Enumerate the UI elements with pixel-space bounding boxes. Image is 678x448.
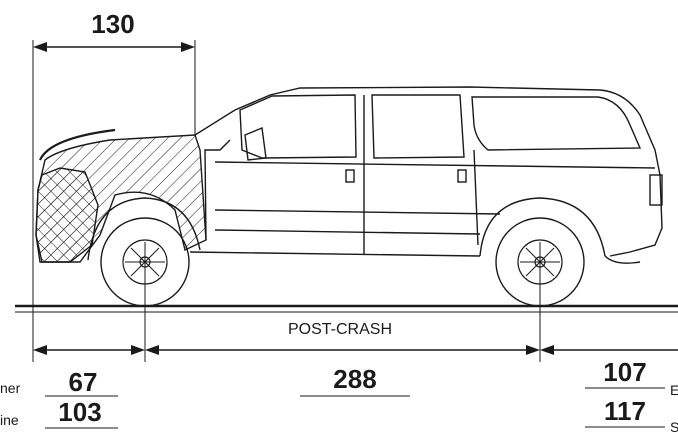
overhang-top-value: 130 <box>91 9 134 39</box>
rear-lower-value: 117 <box>604 396 646 426</box>
taillight <box>649 174 663 206</box>
lower-crease <box>214 229 481 235</box>
front-window <box>239 94 357 159</box>
side-mirror <box>244 127 267 161</box>
arrowhead-right <box>181 42 195 52</box>
right-label-lower: S <box>670 419 678 435</box>
rear-door-edge <box>473 149 479 246</box>
hood-line <box>38 128 116 161</box>
right-label-upper: E <box>670 382 678 398</box>
front-wheel-arch <box>87 197 201 261</box>
front-lower-value: 103 <box>58 397 101 427</box>
rear-door-handle <box>457 169 467 183</box>
wheelbase-value: 288 <box>333 364 376 394</box>
exhaust <box>604 255 641 264</box>
a-pillar <box>204 139 231 241</box>
front-door-handle <box>345 169 355 183</box>
post-crash-label: POST-CRASH <box>288 321 392 338</box>
vehicle-outline <box>35 86 663 264</box>
rear-upper-value: 107 <box>603 357 646 387</box>
grille-crosshatch <box>35 167 99 263</box>
arrowhead-left <box>33 42 47 52</box>
bottom-dimension <box>33 345 678 355</box>
top-dimension: 130 <box>32 9 196 305</box>
body-crease <box>214 209 501 215</box>
rear-door-window <box>371 94 465 159</box>
roof-and-rear-outline <box>194 86 663 257</box>
left-label-lower: ine <box>0 412 19 428</box>
rear-wheel-arch <box>479 197 606 257</box>
front-upper-value: 67 <box>69 367 98 397</box>
left-label-upper: ner <box>0 380 21 396</box>
quarter-window <box>471 96 642 151</box>
belt-line <box>214 161 656 169</box>
rocker-panel <box>189 251 481 257</box>
